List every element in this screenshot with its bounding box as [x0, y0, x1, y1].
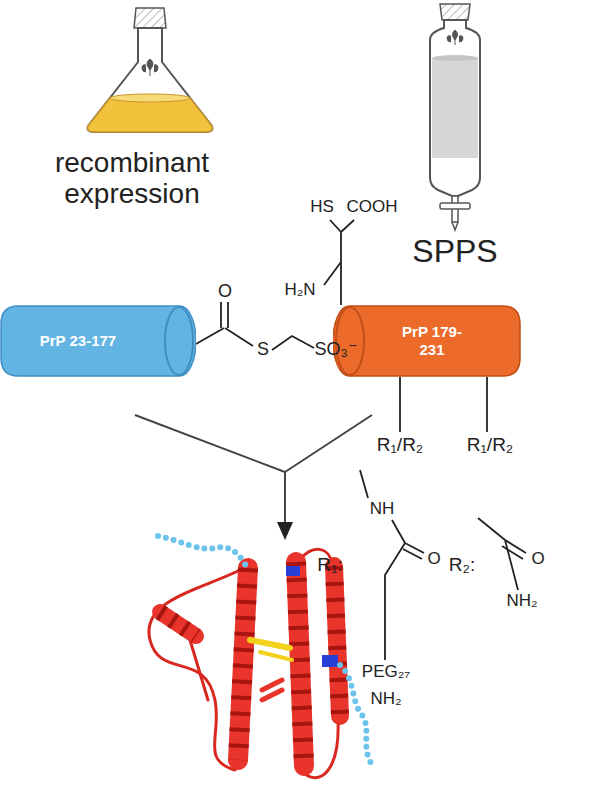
atom-label: O [218, 282, 232, 302]
atom-label: NH₂ [370, 690, 401, 709]
peptide-segment: PrP 23-177 [0, 305, 196, 377]
atom-label: S [257, 340, 269, 360]
atom-label: NH [370, 500, 395, 519]
atom-label: R₂: [449, 555, 475, 576]
atom-label: PEG₂₇ [362, 663, 410, 682]
segment-label: PrP 179-231 [392, 323, 472, 359]
atom-label: R₁/R₂ [467, 435, 514, 456]
atom-label: R₁: [317, 555, 342, 576]
chromatography-column [430, 4, 480, 230]
protein-ribbon [149, 536, 372, 778]
atom-label: HS [310, 198, 334, 217]
method-label: SPPS [412, 234, 497, 269]
merge-arrow [135, 415, 372, 540]
atom-label: SO₃⁻ [315, 340, 358, 360]
atom-label: O [427, 550, 440, 569]
atom-label: H₂N [284, 281, 315, 300]
atom-label: NH₂ [506, 592, 537, 611]
cysteine-bonds [324, 220, 354, 305]
peptide-segment: PrP 179-231 [333, 305, 521, 377]
atom-label: O [531, 550, 544, 569]
flask-icon [88, 8, 213, 132]
thioester-bonds [196, 302, 314, 350]
segment-label: PrP 23-177 [40, 332, 116, 350]
atom-label: COOH [347, 198, 398, 217]
method-label: recombinant expression [17, 148, 247, 210]
substituent-bonds [360, 377, 526, 690]
atom-label: R₁/R₂ [377, 435, 424, 456]
